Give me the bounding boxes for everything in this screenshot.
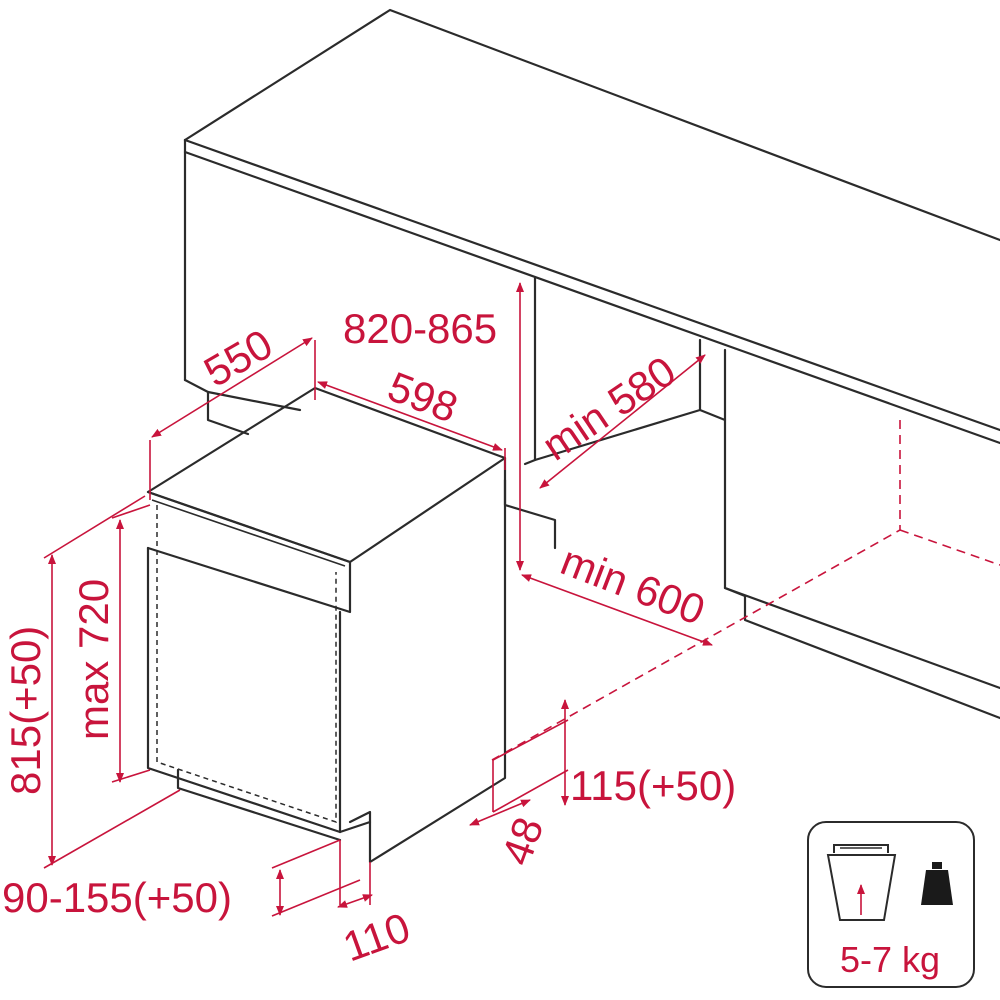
label-815: 815(+50) [2,626,49,795]
right-cabinet-recess-dashed [491,420,1000,761]
right-cabinet [723,348,1000,720]
dimension-min-580: min 580 [534,347,706,489]
dimension-90-155: 90-155(+50) [2,839,361,921]
dishwasher [146,386,507,864]
label-820-865: 820-865 [343,305,497,352]
basket-icon [826,844,897,921]
dimension-110: 110 [337,840,416,970]
weight-icon [921,862,953,905]
dimension-115: 115(+50) [492,699,736,813]
countertop [183,8,1000,445]
label-48: 48 [492,811,552,871]
label-598: 598 [382,363,464,432]
label-110: 110 [337,903,416,970]
weight-label: 5-7 kg [840,939,940,980]
dimension-min-600: min 600 [521,537,713,646]
label-115: 115(+50) [570,762,736,809]
dimension-815: 815(+50) [2,495,181,869]
label-550: 550 [196,320,280,396]
dimension-48: 48 [469,760,552,871]
dimension-550: 550 [149,320,316,500]
label-90-155: 90-155(+50) [2,874,232,921]
label-min-580: min 580 [534,347,684,470]
dimension-max-720: max 720 [70,504,151,783]
dimension-598: 598 [317,363,506,470]
dimension-820-865: 820-865 [343,282,524,571]
label-min-600: min 600 [555,537,711,634]
label-max-720: max 720 [70,579,117,740]
weight-badge: 5-7 kg [807,821,975,988]
